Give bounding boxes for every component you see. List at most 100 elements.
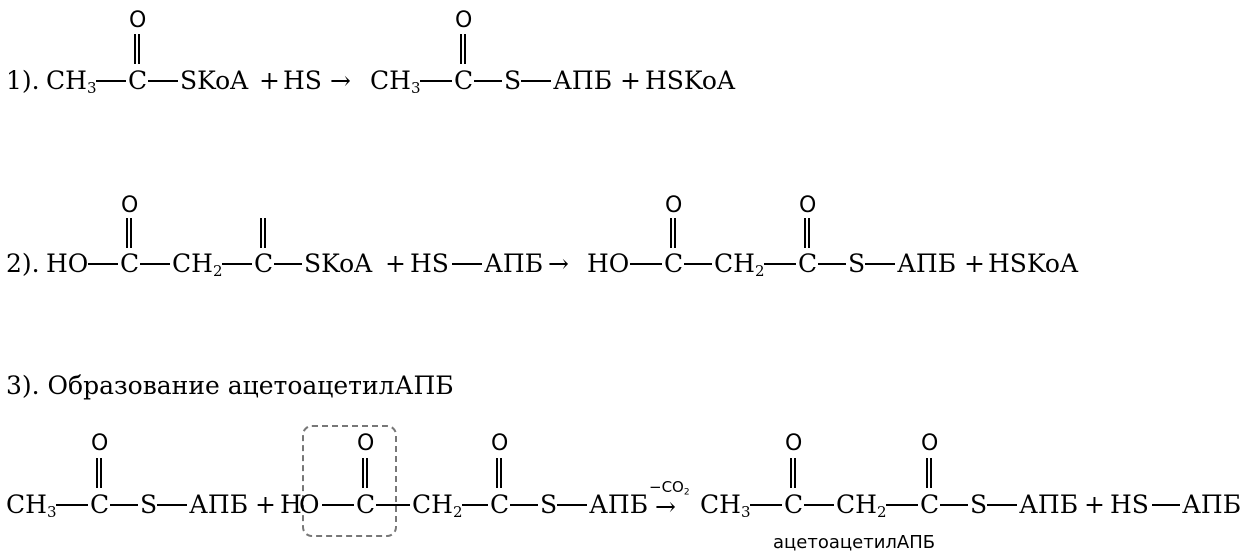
plus-sign: + bbox=[385, 249, 406, 278]
hs-apb-reagent: HS bbox=[283, 66, 322, 95]
oxygen-atom: O bbox=[785, 431, 803, 456]
single-bond bbox=[88, 263, 118, 265]
oxygen-atom: O bbox=[91, 431, 109, 456]
skoa-group: SKoA bbox=[180, 66, 249, 95]
apb-group: АПБ bbox=[484, 249, 544, 278]
single-bond bbox=[987, 504, 1017, 506]
double-bond bbox=[126, 218, 132, 248]
product-name-label: ацетоацетилАПБ bbox=[773, 532, 936, 553]
carboxyl-carbon: C bbox=[664, 249, 684, 278]
plus-sign: + bbox=[1084, 490, 1105, 519]
sulfur-atom: S bbox=[140, 490, 158, 519]
sulfur-atom: S bbox=[970, 490, 988, 519]
single-bond bbox=[804, 504, 834, 506]
ketone-carbon: C bbox=[784, 490, 804, 519]
double-bond bbox=[96, 458, 102, 488]
oxygen-atom: O bbox=[357, 431, 375, 456]
apb-group: АПБ bbox=[1182, 490, 1242, 519]
plus-sign: + bbox=[255, 490, 276, 519]
methylene-group: CH2 bbox=[836, 490, 887, 522]
oxygen-atom: O bbox=[665, 193, 683, 218]
apb-group: АПБ bbox=[189, 490, 249, 519]
single-bond bbox=[940, 504, 968, 506]
plus-sign: + bbox=[259, 66, 280, 95]
hs-group: HS bbox=[1110, 490, 1149, 519]
single-bond bbox=[521, 80, 551, 82]
single-bond bbox=[420, 80, 452, 82]
plus-sign: + bbox=[964, 249, 985, 278]
methylene-group: CH2 bbox=[172, 249, 223, 281]
thioester-carbon: C bbox=[798, 249, 818, 278]
single-bond bbox=[110, 504, 138, 506]
carbonyl-carbon: C bbox=[454, 66, 474, 95]
reaction-arrow: → bbox=[548, 249, 569, 278]
double-bond bbox=[926, 458, 932, 488]
single-bond bbox=[764, 263, 796, 265]
thioester-carbon: C bbox=[254, 249, 274, 278]
single-bond bbox=[557, 504, 587, 506]
oxygen-atom: O bbox=[921, 431, 939, 456]
single-bond bbox=[865, 263, 895, 265]
single-bond bbox=[750, 504, 782, 506]
sulfur-atom: S bbox=[540, 490, 558, 519]
single-bond bbox=[96, 80, 126, 82]
oxygen-atom: O bbox=[299, 490, 320, 519]
single-bond bbox=[474, 80, 502, 82]
single-bond bbox=[322, 504, 354, 506]
single-bond bbox=[157, 504, 187, 506]
methyl-group: CH3 bbox=[700, 490, 751, 522]
thioester-carbon: C bbox=[490, 490, 510, 519]
single-bond bbox=[376, 504, 410, 506]
single-bond bbox=[140, 263, 170, 265]
apb-group: АПБ bbox=[897, 249, 957, 278]
apb-group: АПБ bbox=[553, 66, 613, 95]
single-bond bbox=[462, 504, 488, 506]
double-bond bbox=[804, 218, 810, 248]
single-bond bbox=[510, 504, 538, 506]
oxygen-atom: O bbox=[129, 8, 147, 33]
double-bond bbox=[362, 458, 368, 488]
double-bond bbox=[496, 458, 502, 488]
thioester-carbon: C bbox=[920, 490, 940, 519]
double-bond bbox=[460, 34, 466, 64]
reaction-arrow: → bbox=[655, 492, 676, 521]
single-bond bbox=[274, 263, 302, 265]
plus-sign: + bbox=[620, 66, 641, 95]
methyl-group: CH3 bbox=[370, 66, 421, 98]
methylene-group: CH2 bbox=[412, 490, 463, 522]
oxygen-atom: O bbox=[491, 431, 509, 456]
sulfur-atom: S bbox=[504, 66, 522, 95]
single-bond bbox=[684, 263, 712, 265]
single-bond bbox=[56, 504, 88, 506]
single-bond bbox=[222, 263, 252, 265]
hydroxyl-group: HO bbox=[587, 249, 630, 278]
double-bond bbox=[260, 218, 266, 248]
single-bond bbox=[818, 263, 846, 265]
decarboxylation-label: −CO2 bbox=[649, 478, 690, 498]
apb-group: АПБ bbox=[1019, 490, 1079, 519]
carbonyl-carbon: C bbox=[128, 66, 148, 95]
decarboxylation-highlight-box bbox=[302, 425, 397, 537]
methyl-group: CH3 bbox=[46, 66, 97, 98]
reaction-2-number: 2). bbox=[6, 249, 40, 278]
oxygen-atom: O bbox=[121, 193, 139, 218]
single-bond bbox=[1152, 504, 1180, 506]
hskoa-product: HSKoA bbox=[988, 249, 1079, 278]
reaction-3-title: 3). Образование ацетоацетилАПБ bbox=[6, 371, 454, 400]
single-bond bbox=[630, 263, 662, 265]
apb-group: АПБ bbox=[589, 490, 649, 519]
single-bond bbox=[452, 263, 482, 265]
methylene-group: CH2 bbox=[714, 249, 765, 281]
carboxyl-carbon: C bbox=[356, 490, 376, 519]
skoa-group: SKoA bbox=[304, 249, 373, 278]
reaction-arrow: → bbox=[330, 66, 351, 95]
sulfur-atom: S bbox=[848, 249, 866, 278]
methyl-group: CH3 bbox=[6, 490, 57, 522]
single-bond bbox=[148, 80, 178, 82]
reaction-1-number: 1). bbox=[6, 66, 40, 95]
oxygen-atom: O bbox=[799, 193, 817, 218]
carboxyl-carbon: C bbox=[120, 249, 140, 278]
double-bond bbox=[134, 34, 140, 64]
double-bond bbox=[790, 458, 796, 488]
